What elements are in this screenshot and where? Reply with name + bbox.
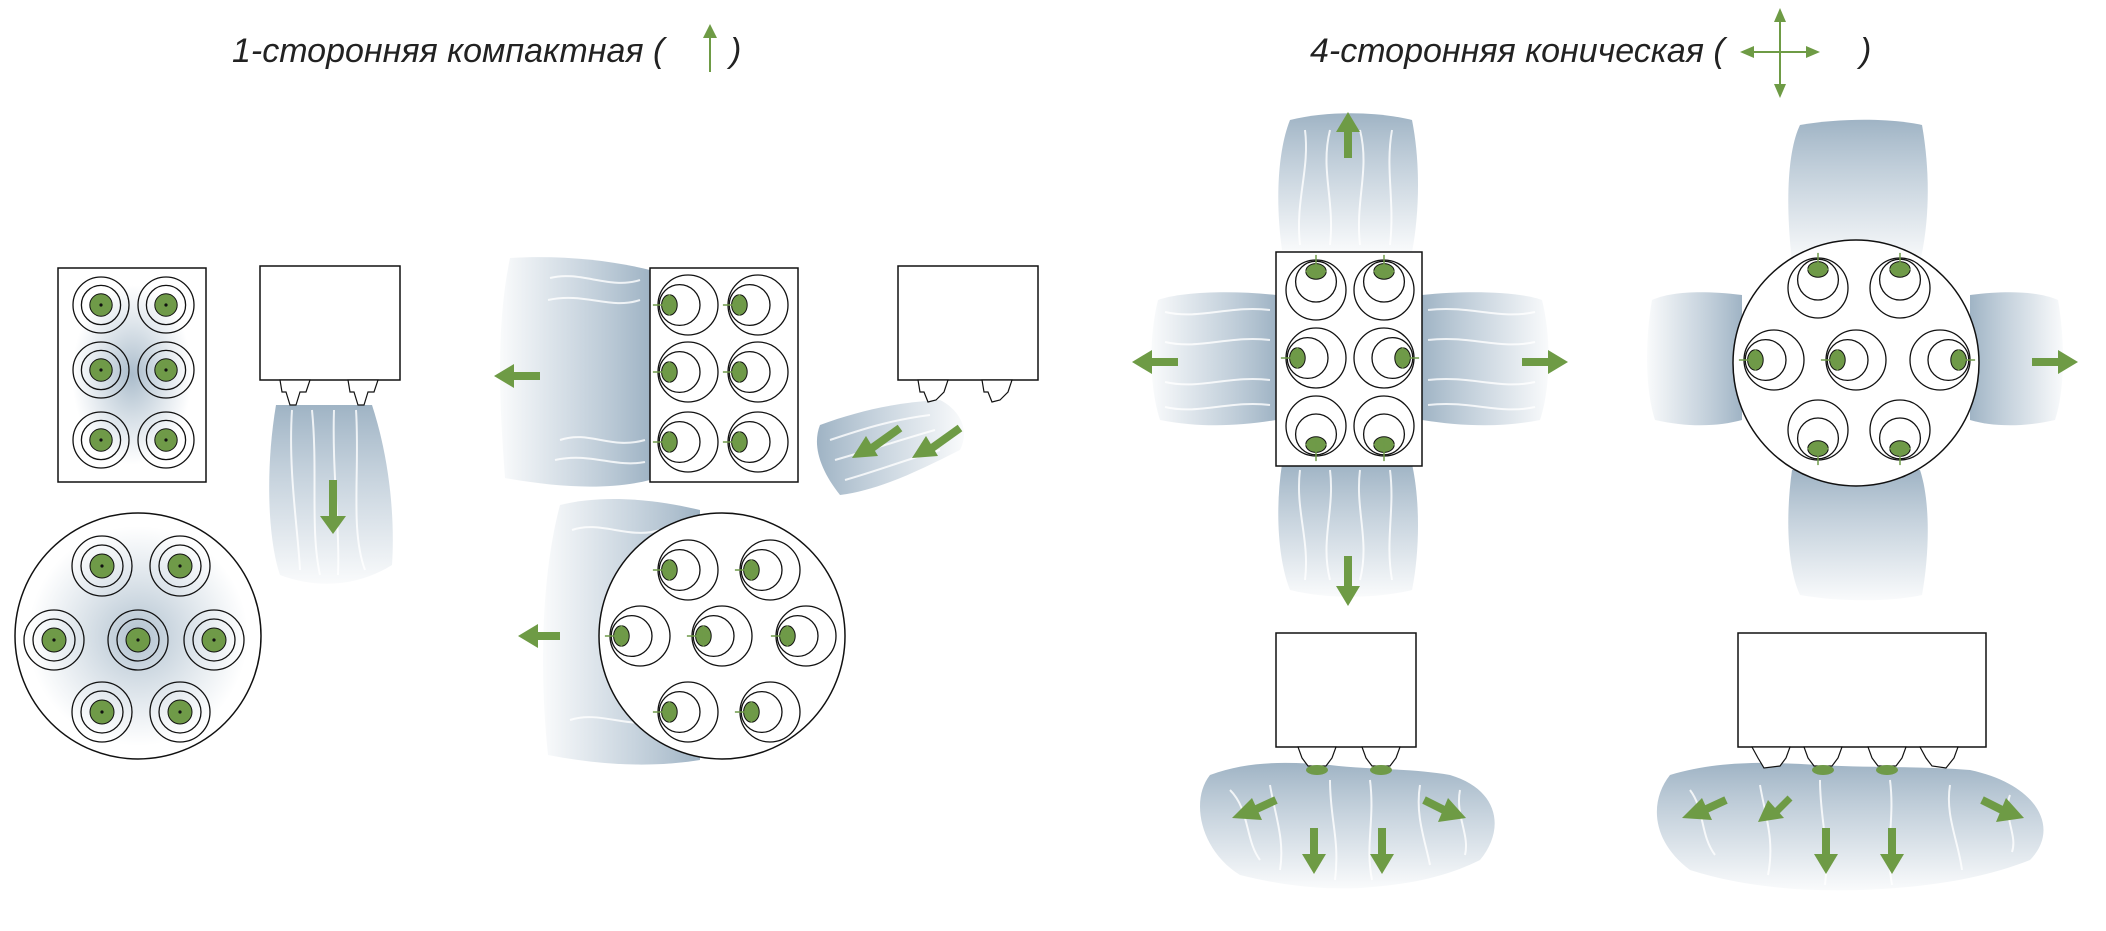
nozzle bbox=[652, 539, 719, 601]
nozzle bbox=[71, 535, 133, 597]
nozzle bbox=[734, 681, 801, 743]
nozzle bbox=[1869, 399, 1931, 466]
one-sided-round-sidejet bbox=[518, 498, 846, 765]
title-four-sided-text: 4-сторонняя коническая ( bbox=[1310, 32, 1728, 70]
nozzle bbox=[137, 411, 195, 469]
nozzle bbox=[1909, 329, 1976, 391]
four-sided-round-side bbox=[1656, 632, 2044, 891]
nozzle bbox=[107, 609, 169, 671]
nozzle bbox=[23, 609, 85, 671]
nozzle bbox=[183, 609, 245, 671]
nozzle bbox=[1285, 395, 1347, 462]
nozzle bbox=[72, 411, 130, 469]
nozzle bbox=[1280, 327, 1347, 389]
nozzle bbox=[1787, 399, 1849, 466]
nozzle bbox=[722, 274, 789, 336]
four-sided-rect-side bbox=[1200, 632, 1495, 889]
one-sided-rect-side bbox=[259, 265, 401, 584]
nozzle bbox=[652, 411, 719, 473]
one-sided-rect-side-angled bbox=[816, 265, 1039, 495]
nozzle bbox=[1285, 254, 1347, 321]
nozzle bbox=[1353, 327, 1420, 389]
nozzle bbox=[1869, 252, 1931, 319]
nozzle bbox=[72, 341, 130, 399]
nozzle bbox=[71, 681, 133, 743]
title-one-sided-close: ) bbox=[726, 32, 741, 70]
one-sided-round-face bbox=[14, 512, 262, 760]
four-sided-rect-face bbox=[1132, 112, 1568, 606]
nozzle bbox=[722, 411, 789, 473]
nozzle bbox=[1738, 329, 1805, 391]
nozzle bbox=[652, 274, 719, 336]
one-sided-rect-face bbox=[57, 267, 207, 483]
nozzle bbox=[734, 539, 801, 601]
nozzle bbox=[1820, 329, 1887, 391]
nozzle bbox=[1353, 254, 1415, 321]
nozzle bbox=[1787, 252, 1849, 319]
nozzle bbox=[722, 341, 789, 403]
arrow-up-icon bbox=[703, 24, 717, 72]
title-four-sided: 4-сторонняя коническая ( ) bbox=[1310, 8, 1871, 98]
nozzle bbox=[770, 605, 837, 667]
four-sided-round-face bbox=[1647, 119, 2078, 601]
nozzle bbox=[149, 681, 211, 743]
arrow-cross-icon bbox=[1740, 8, 1820, 98]
one-sided-rect-face-sidejet bbox=[494, 257, 799, 487]
nozzle bbox=[604, 605, 671, 667]
nozzle bbox=[72, 276, 130, 334]
nozzle bbox=[1353, 395, 1415, 462]
title-four-sided-close: ) bbox=[1856, 32, 1871, 70]
nozzle bbox=[137, 276, 195, 334]
nozzle bbox=[652, 681, 719, 743]
title-one-sided-text: 1-сторонняя компактная ( bbox=[232, 32, 668, 70]
nozzle bbox=[137, 341, 195, 399]
title-one-sided: 1-сторонняя компактная ( ) bbox=[232, 24, 741, 72]
nozzle bbox=[652, 341, 719, 403]
nozzle bbox=[686, 605, 753, 667]
nozzle bbox=[149, 535, 211, 597]
